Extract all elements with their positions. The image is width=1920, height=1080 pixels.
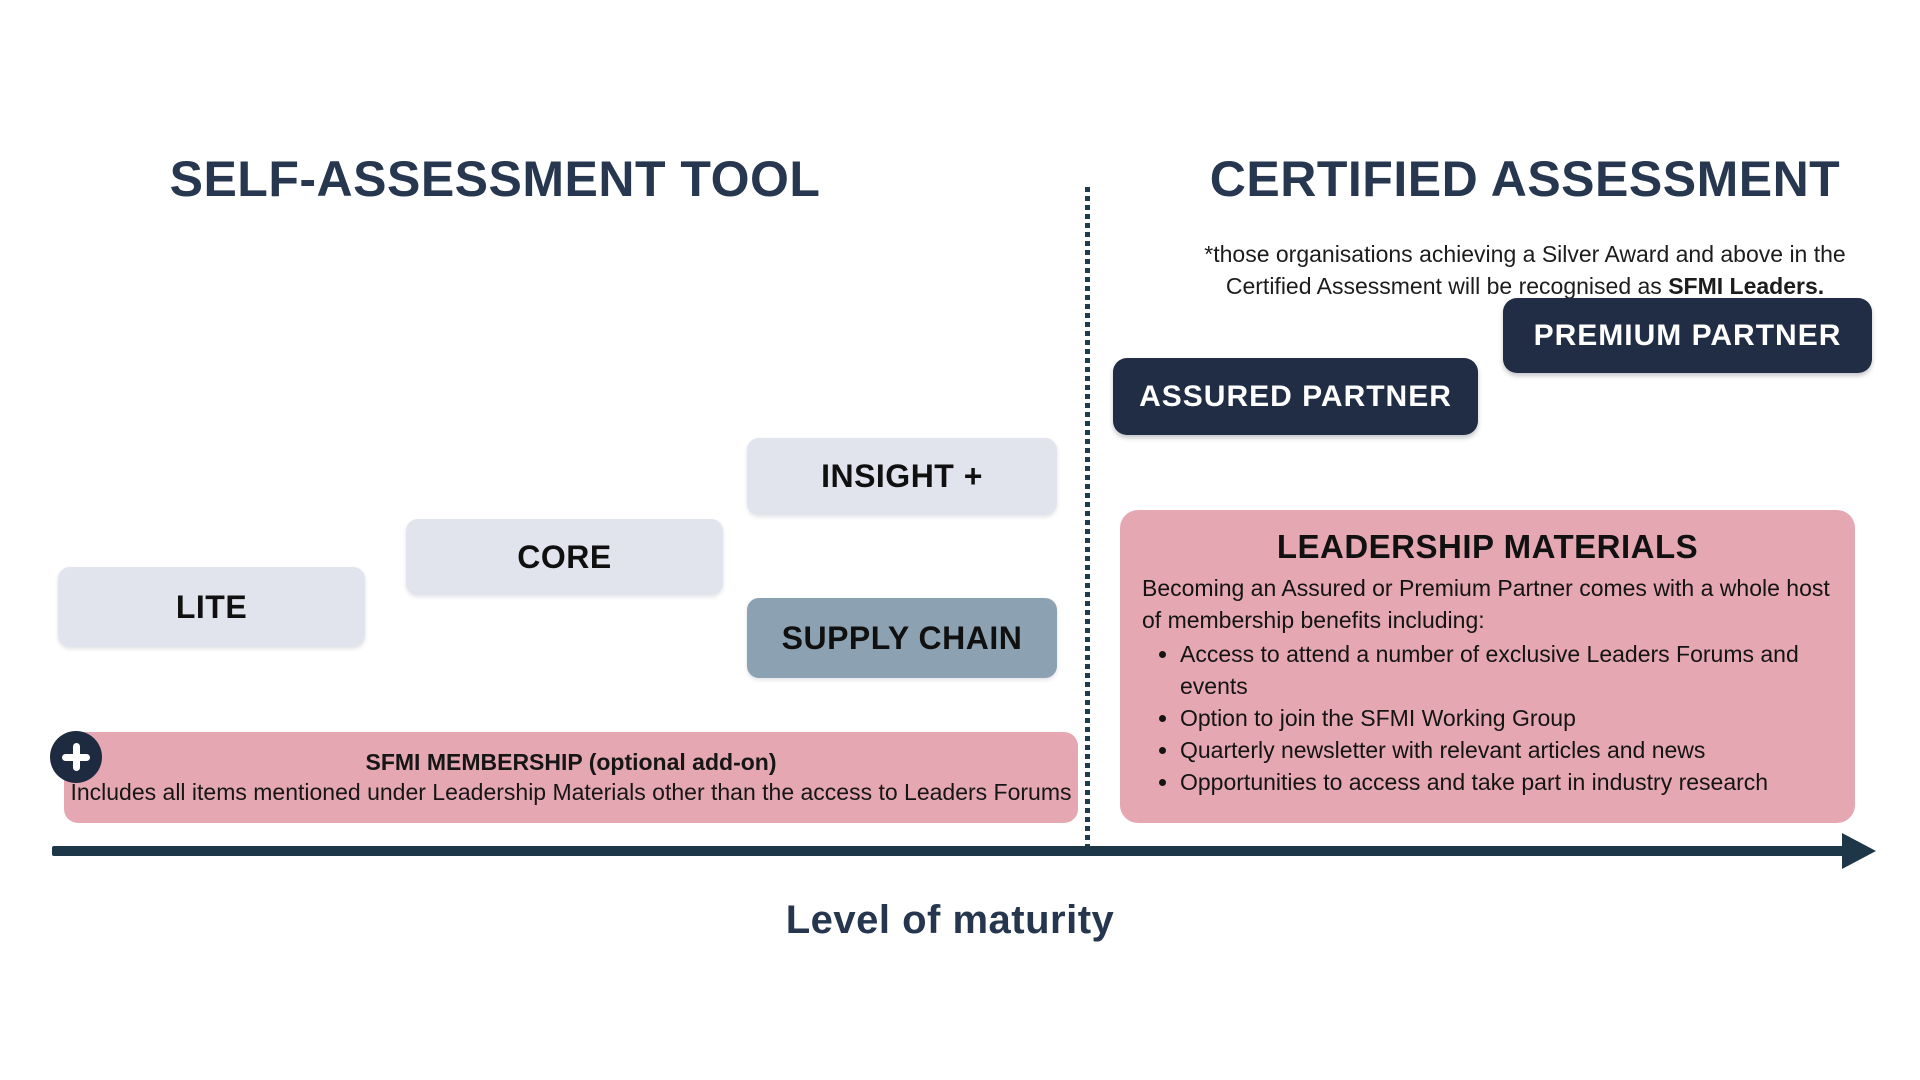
step-box-supply-chain: SUPPLY CHAIN [747, 598, 1057, 678]
plus-icon [50, 731, 102, 783]
axis-arrowhead-icon [1842, 833, 1876, 869]
certified-assessment-note: *those organisations achieving a Silver … [1155, 238, 1895, 302]
membership-description: Includes all items mentioned under Leade… [70, 779, 1072, 805]
sfmi-membership-bar: SFMI MEMBERSHIP (optional add-on) Includ… [64, 732, 1078, 823]
step-box-insight-plus: INSIGHT + [747, 438, 1057, 515]
step-box-lite: LITE [58, 567, 365, 647]
step-box-core: CORE [406, 519, 723, 595]
certified-assessment-title: CERTIFIED ASSESSMENT [1209, 151, 1841, 207]
premium-partner-box: PREMIUM PARTNER [1503, 298, 1872, 373]
leadership-bullet-list: Access to attend a number of exclusive L… [1142, 638, 1847, 798]
note-sfmi-leaders: SFMI Leaders. [1668, 273, 1825, 299]
leadership-bullet: Access to attend a number of exclusive L… [1180, 638, 1847, 702]
leadership-materials-box: LEADERSHIP MATERIALS Becoming an Assured… [1120, 510, 1855, 823]
leadership-bullet: Opportunities to access and take part in… [1180, 766, 1847, 798]
maturity-axis-line [52, 846, 1846, 856]
leadership-bullet: Quarterly newsletter with relevant artic… [1180, 734, 1847, 766]
membership-title: SFMI MEMBERSHIP (optional add-on) [365, 749, 777, 775]
leadership-bullet: Option to join the SFMI Working Group [1180, 702, 1847, 734]
self-assessment-title: SELF-ASSESSMENT TOOL [169, 151, 821, 207]
dotted-divider-line [1085, 187, 1090, 849]
leadership-intro: Becoming an Assured or Premium Partner c… [1142, 575, 1830, 633]
note-line1: *those organisations achieving a Silver … [1204, 241, 1846, 267]
leadership-materials-title: LEADERSHIP MATERIALS [1276, 528, 1699, 565]
maturity-axis-label: Level of maturity [785, 898, 1115, 942]
note-line2: Certified Assessment will be recognised … [1225, 273, 1669, 299]
assured-partner-box: ASSURED PARTNER [1113, 358, 1478, 435]
